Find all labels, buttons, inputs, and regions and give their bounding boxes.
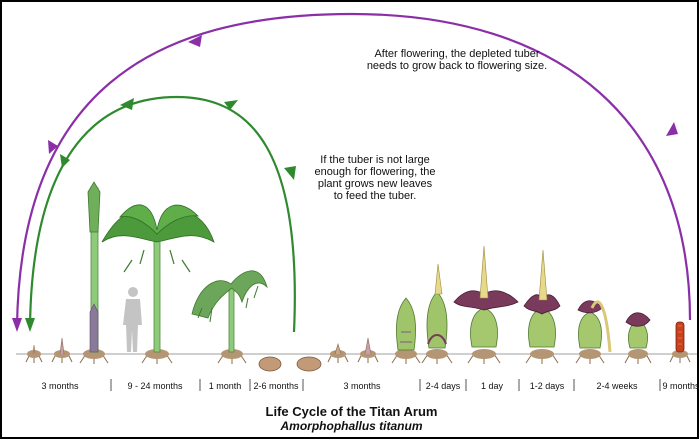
timeline-label: 1 month bbox=[209, 381, 242, 391]
diagram-title: Life Cycle of the Titan Arum bbox=[2, 404, 699, 419]
timeline-label: 1 day bbox=[481, 381, 504, 391]
timeline-label: 1-2 days bbox=[530, 381, 565, 391]
sprout-stage bbox=[26, 338, 72, 363]
flower-bud-stage-2 bbox=[422, 264, 452, 364]
green-arrowhead bbox=[25, 318, 35, 332]
flower-peak-stage bbox=[524, 250, 560, 364]
green-annotation: If the tuber is not large enough for flo… bbox=[300, 154, 450, 202]
purple-mid-arrowhead-3 bbox=[48, 140, 58, 154]
leaf-shoot bbox=[80, 182, 108, 364]
timeline-label: 3 months bbox=[41, 381, 79, 391]
timeline-labels: 3 months 9 - 24 months 1 month 2-6 months 3 … bbox=[41, 381, 699, 391]
flower-open-stage bbox=[454, 246, 518, 364]
timeline-label: 3 months bbox=[343, 381, 381, 391]
green-mid-arrowhead-3 bbox=[284, 166, 296, 180]
leaf-plant bbox=[102, 205, 214, 364]
timeline-label: 9 months bbox=[662, 381, 699, 391]
wilting-leaf-plant bbox=[192, 271, 267, 364]
dormant-tubers bbox=[259, 357, 321, 371]
purple-annotation: After flowering, the depleted tuber need… bbox=[332, 48, 582, 72]
purple-arrowhead bbox=[12, 318, 22, 332]
human-scale-figure bbox=[123, 287, 142, 352]
timeline-label: 2-4 days bbox=[426, 381, 461, 391]
timeline-separators bbox=[111, 379, 660, 391]
diagram-subtitle: Amorphophallus titanum bbox=[2, 419, 699, 433]
fruiting-stage bbox=[625, 313, 651, 364]
timeline-label: 9 - 24 months bbox=[127, 381, 183, 391]
purple-mid-arrowhead-2 bbox=[666, 122, 678, 136]
timeline-label: 2-6 months bbox=[253, 381, 299, 391]
timeline-label: 2-4 weeks bbox=[596, 381, 638, 391]
flower-bud-sprouts bbox=[328, 338, 378, 363]
flower-bud-stage-1 bbox=[392, 298, 420, 364]
berry-stage bbox=[670, 322, 690, 363]
